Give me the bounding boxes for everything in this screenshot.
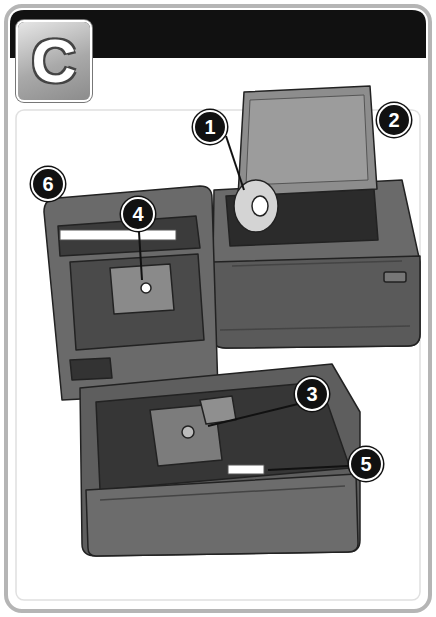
callout-number: 5 bbox=[349, 447, 383, 481]
callout-number: 3 bbox=[295, 377, 329, 411]
printer-closed bbox=[212, 86, 420, 348]
frame bbox=[6, 6, 430, 611]
callout-number: 2 bbox=[377, 103, 411, 137]
printer-open bbox=[44, 186, 360, 556]
header-tile: C bbox=[18, 22, 90, 100]
section-letter: C bbox=[18, 22, 90, 100]
leader-lines bbox=[139, 136, 348, 470]
callout-number: 6 bbox=[31, 167, 65, 201]
callout-number: 4 bbox=[121, 197, 155, 231]
callout-number: 1 bbox=[193, 110, 227, 144]
